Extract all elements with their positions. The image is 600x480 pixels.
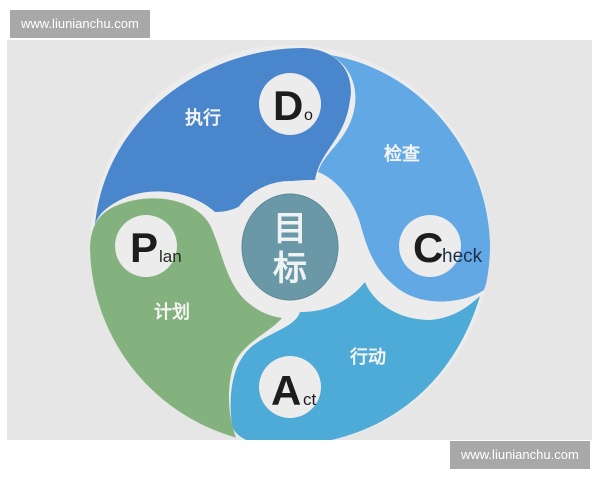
do-letter-circle bbox=[259, 73, 321, 135]
act-letter-rest: ct bbox=[303, 390, 317, 409]
center-label-2: 标 bbox=[273, 249, 307, 289]
do-letter: D bbox=[273, 82, 303, 129]
plan-letter-rest: lan bbox=[159, 247, 182, 266]
act-letter: A bbox=[271, 367, 301, 414]
check-letter-circle bbox=[399, 215, 461, 277]
do-label: 执行 bbox=[185, 107, 221, 129]
diagram-panel: 目 标 D o 执行 C heck 检查 A ct 行动 P lan 计划 bbox=[7, 40, 592, 440]
watermark-top: www.liunianchu.com bbox=[10, 10, 150, 38]
plan-label: 计划 bbox=[154, 301, 190, 323]
act-label: 行动 bbox=[349, 346, 386, 368]
plan-letter: P bbox=[130, 224, 158, 271]
plan-letter-circle bbox=[115, 215, 177, 277]
pdca-diagram: 目 标 D o 执行 C heck 检查 A ct 行动 P lan 计划 bbox=[90, 45, 490, 440]
act-letter-circle bbox=[259, 356, 321, 418]
center-label-1: 目 bbox=[273, 209, 307, 249]
check-label: 检查 bbox=[384, 143, 420, 165]
check-letter: C bbox=[413, 224, 443, 271]
do-letter-rest: o bbox=[304, 107, 313, 124]
watermark-bottom: www.liunianchu.com bbox=[450, 441, 590, 469]
center-goal-circle bbox=[241, 193, 339, 301]
check-letter-rest: heck bbox=[442, 246, 483, 267]
